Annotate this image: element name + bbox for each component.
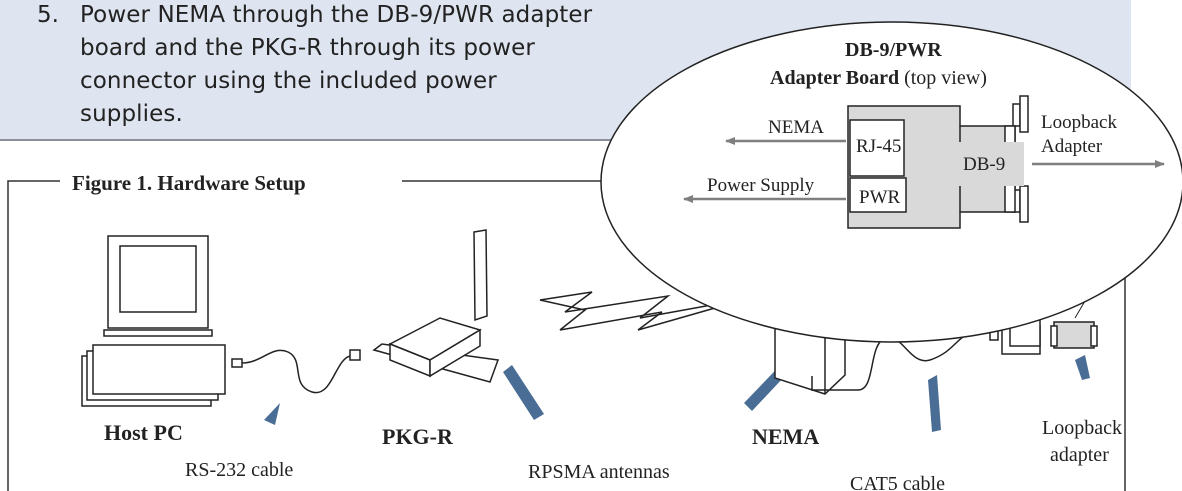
host-pc-illustration [81,235,226,407]
rs232-cable-label: RS-232 cable [185,459,293,481]
loopback-adapter-label-line1: Loopback [1042,417,1122,439]
cat5-cable-label: CAT5 cable [850,473,945,491]
loopback-adapter-label-line2: adapter [1050,444,1109,466]
rs232-pointer [264,403,280,425]
step-text-line-4: supplies. [80,101,183,127]
adapter-board-top-view [847,95,1029,229]
rj45-label: RJ-45 [856,136,901,157]
rpsma-antennas-label: RPSMA antennas [528,461,670,483]
pkg-r-illustration [372,229,500,383]
figure-title: Figure 1. Hardware Setup [72,171,306,195]
rpsma-pointer-left [503,365,544,420]
rs232-cable [231,349,361,394]
db9-label: DB-9 [963,154,1005,175]
pwr-label: PWR [859,187,901,208]
callout-title-line1: DB-9/PWR [845,39,942,61]
callout-loopback-line1: Loopback [1041,112,1117,133]
pkg-r-label: PKG-R [382,424,454,449]
step-text-line-1: Power NEMA through the DB-9/PWR adapter [80,2,593,28]
step-text-line-3: connector using the included power [80,68,497,94]
cat5-pointer [928,375,941,432]
callout-loopback-line2: Adapter [1041,136,1103,157]
callout-power-supply-label: Power Supply [707,175,815,196]
callout-nema-label: NEMA [768,117,824,138]
step-number: 5. [37,2,59,28]
adapter-and-loopback-illustration [989,319,1098,355]
step-text-line-2: board and the PKG-R through its power [80,35,535,61]
cat5-cable [811,327,991,391]
loopback-pointer [1075,355,1090,380]
host-pc-label: Host PC [104,420,183,445]
nema-label: NEMA [752,424,819,449]
callout-title-line2: Adapter Board (top view) [770,67,987,89]
